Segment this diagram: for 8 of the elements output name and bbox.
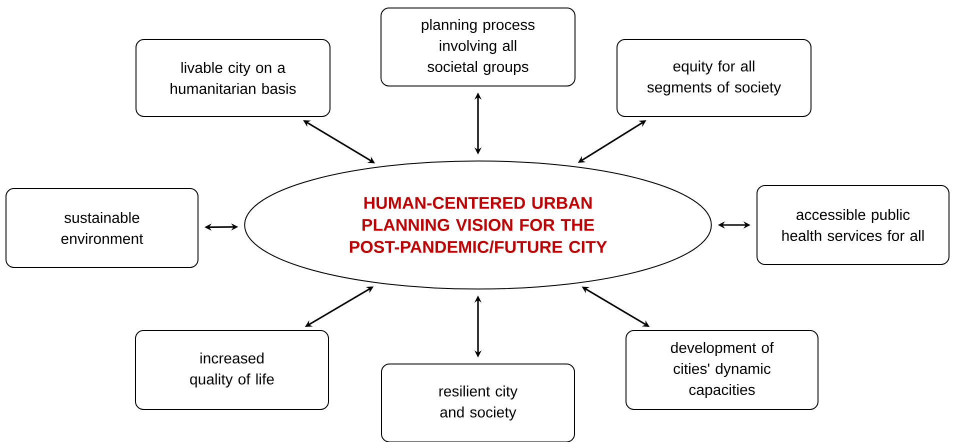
goal-box: resilient city and society — [381, 364, 575, 442]
goal-box: sustainable environment — [6, 188, 198, 268]
goal-box: increased quality of life — [135, 330, 329, 410]
goal-box: accessible public health services for all — [756, 185, 950, 265]
goal-box: development of cities' dynamic capacities — [626, 330, 818, 410]
goal-box: planning process involving all societal groups — [380, 8, 576, 86]
goal-box: livable city on a humanitarian basis — [136, 39, 330, 117]
goal-box: equity for all segments of society — [616, 39, 812, 117]
